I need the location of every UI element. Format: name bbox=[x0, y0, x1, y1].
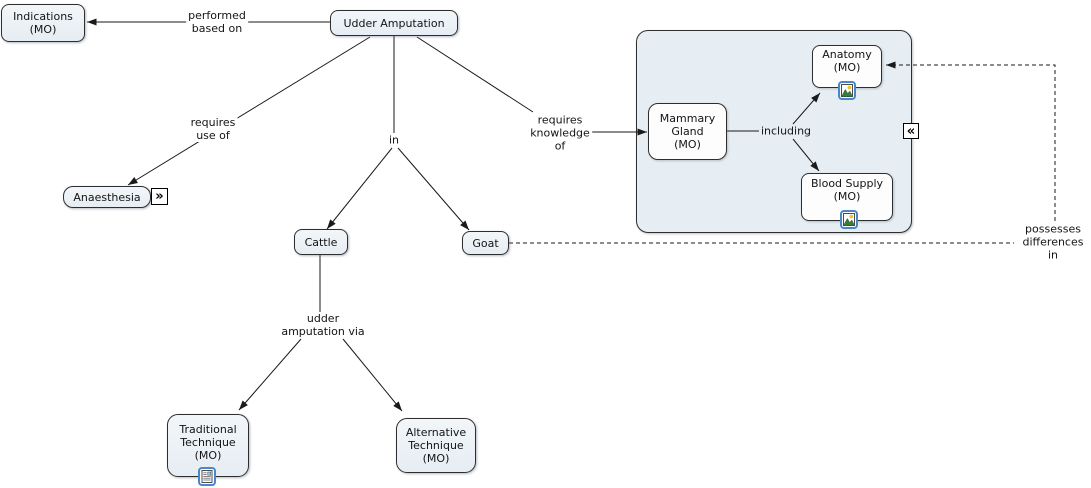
link-requires-knowledge-of[interactable]: requires knowledge of bbox=[528, 113, 592, 153]
edge-differences-to-anatomy bbox=[886, 61, 1056, 221]
image-icon bbox=[841, 84, 853, 97]
link-requires-use-of[interactable]: requires use of bbox=[188, 116, 238, 142]
blood-supply-image-resource-button[interactable] bbox=[840, 210, 858, 229]
node-traditional-technique[interactable]: Traditional Technique (MO) bbox=[167, 414, 249, 477]
link-possesses-differences-in[interactable]: possesses differences in bbox=[1020, 222, 1086, 262]
link-udder-amputation-via[interactable]: udder amputation via bbox=[279, 312, 367, 338]
node-anatomy[interactable]: Anatomy (MO) bbox=[812, 45, 882, 88]
link-in[interactable]: in bbox=[384, 133, 404, 147]
node-alternative-technique[interactable]: Alternative Technique (MO) bbox=[396, 418, 476, 473]
double-chevron-left-glyph: « bbox=[906, 123, 916, 139]
node-udder-amputation[interactable]: Udder Amputation bbox=[330, 10, 458, 36]
node-anaesthesia[interactable]: Anaesthesia bbox=[63, 186, 151, 208]
node-goat[interactable]: Goat bbox=[462, 231, 509, 255]
edge-including-to-blood-supply bbox=[792, 138, 820, 172]
edge-in-to-goat bbox=[397, 147, 470, 231]
linked-map-chevron-icon[interactable]: » bbox=[151, 188, 168, 205]
anatomy-image-resource-button[interactable] bbox=[838, 81, 856, 100]
edge-via-to-alternative bbox=[342, 338, 403, 412]
collapse-group-chevron-icon[interactable]: « bbox=[903, 123, 919, 139]
node-mammary-gland[interactable]: Mammary Gland (MO) bbox=[648, 103, 727, 160]
edge-via-to-traditional bbox=[238, 338, 302, 411]
image-icon bbox=[843, 213, 855, 226]
edge-udder-to-anaesthesia bbox=[127, 36, 371, 186]
node-cattle[interactable]: Cattle bbox=[294, 229, 348, 255]
traditional-document-resource-button[interactable] bbox=[198, 467, 216, 486]
document-icon bbox=[201, 470, 213, 483]
node-indications[interactable]: Indications (MO) bbox=[1, 4, 85, 42]
link-performed-based-on[interactable]: performed based on bbox=[186, 9, 248, 35]
edge-in-to-cattle bbox=[326, 147, 393, 230]
double-chevron-right-glyph: » bbox=[155, 189, 164, 204]
link-including[interactable]: including bbox=[760, 124, 812, 138]
edge-including-to-anatomy bbox=[792, 92, 821, 125]
edge-udder-to-knowledge-label bbox=[416, 36, 534, 113]
